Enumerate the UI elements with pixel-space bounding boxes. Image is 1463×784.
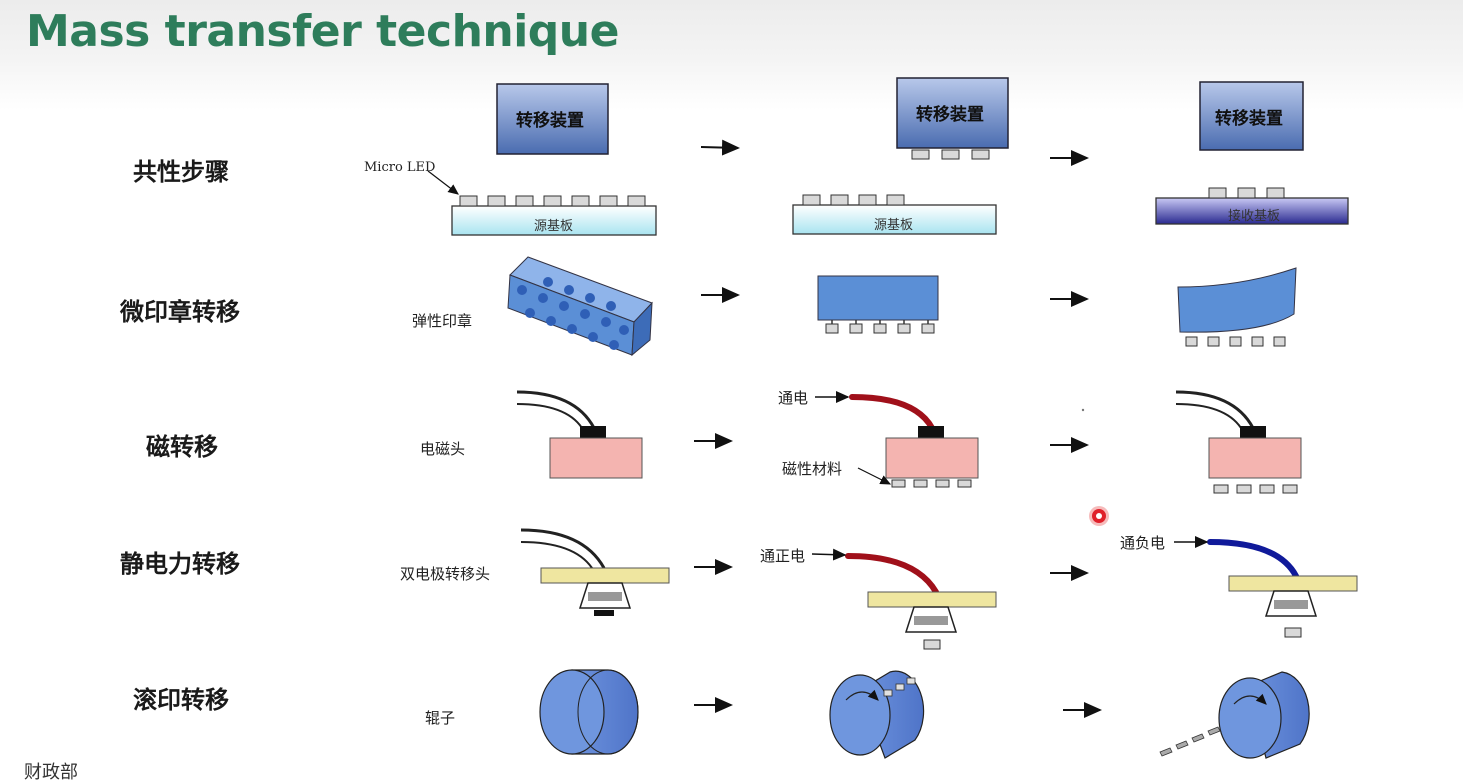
roller-label: 辊子: [425, 709, 456, 727]
magnetic-material-label: 磁性材料: [782, 460, 843, 478]
stamp-3d: [507, 256, 653, 357]
roller-1: [539, 669, 639, 755]
positive-label: 通正电: [760, 547, 806, 565]
roller-3: [1159, 671, 1310, 759]
transfer-device-label-3: 转移装置: [1215, 109, 1283, 129]
row-label-common-steps: 共性步骤: [133, 157, 229, 186]
transfer-device-label-1: 转移装置: [516, 111, 584, 131]
energize-label: 通电: [778, 389, 809, 407]
row-label-roll-transfer: 滚印转移: [133, 685, 229, 714]
row-label-micro-stamp: 微印章转移: [120, 297, 240, 326]
row-label-electrostatic: 静电力转移: [120, 549, 240, 578]
arrow-icon: [694, 139, 1102, 718]
transfer-device-label-2: 转移装置: [916, 105, 984, 125]
micro-led-label: Micro LED: [364, 160, 436, 175]
slide-title: Mass transfer technique: [26, 6, 619, 57]
source-substrate-label-2: 源基板: [874, 218, 914, 233]
footer-text: 财政部: [24, 762, 78, 783]
bipolar-head-label: 双电极转移头: [400, 565, 491, 583]
negative-label: 通负电: [1120, 534, 1166, 552]
device-box: [496, 77, 1304, 155]
roller-2: [829, 670, 925, 759]
elastic-stamp-label: 弹性印章: [412, 312, 473, 330]
source-substrate-label-1: 源基板: [534, 219, 574, 234]
row-label-magnetic: 磁转移: [146, 432, 218, 461]
magnetic-head-label: 电磁头: [420, 440, 466, 458]
receiving-substrate-label: 接收基板: [1228, 209, 1281, 224]
laser-pointer-icon: [1092, 509, 1106, 523]
